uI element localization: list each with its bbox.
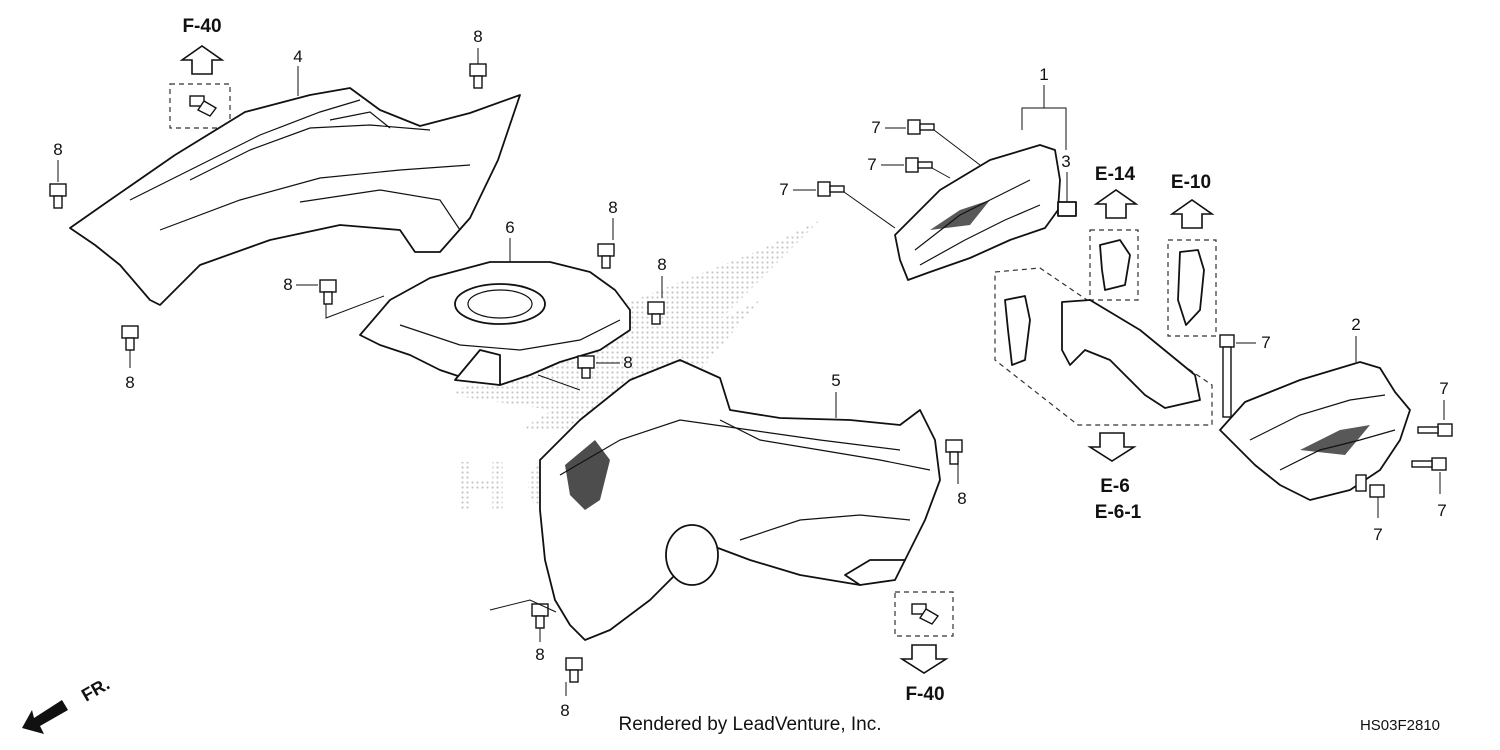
svg-text:8: 8 xyxy=(53,140,62,159)
callout-8h: 8 xyxy=(945,439,967,508)
callout-8g: 8 xyxy=(537,353,633,391)
callout-8c: 8 xyxy=(597,198,618,269)
part-number-labels: 1 2 3 4 5 6 xyxy=(293,47,1360,390)
clip-icon xyxy=(189,95,218,117)
svg-text:8: 8 xyxy=(473,27,482,46)
ref-e14: E-14 xyxy=(1095,164,1136,185)
e10-reference: E-10 xyxy=(1167,172,1217,337)
f40-clip-box xyxy=(169,83,231,129)
callout-7d: 7 xyxy=(1219,333,1271,418)
footer-credit: Rendered by LeadVenture, Inc. xyxy=(618,714,881,735)
label-part-1: 1 xyxy=(1039,65,1048,84)
arrow-up-icon xyxy=(1169,199,1215,229)
callout-8i: 8 xyxy=(489,599,557,664)
callout-7e: 7 xyxy=(1417,379,1453,437)
callout-7f: 7 xyxy=(1411,457,1447,520)
bolt-icon xyxy=(565,657,583,683)
f40-bottom-reference: F-40 xyxy=(894,591,954,705)
callout-8f: 8 xyxy=(121,325,139,392)
svg-text:7: 7 xyxy=(1373,525,1382,544)
bolt-icon xyxy=(319,279,337,305)
callout-7a: 7 xyxy=(871,118,981,166)
svg-text:8: 8 xyxy=(957,489,966,508)
ref-e6: E-6 xyxy=(1100,476,1130,497)
bolt-7-group: 7 7 7 7 7 7 7 xyxy=(779,118,1453,544)
diagram-code: HS03F2810 xyxy=(1360,717,1440,734)
callout-8d: 8 xyxy=(647,255,667,325)
label-part-5: 5 xyxy=(831,371,840,390)
bolt-icon xyxy=(49,183,67,209)
svg-text:8: 8 xyxy=(657,255,666,274)
bolt-8-group: 8 8 8 8 8 8 8 8 8 8 8 xyxy=(49,27,967,720)
svg-text:7: 7 xyxy=(1261,333,1270,352)
screw-icon xyxy=(1411,457,1447,471)
label-part-6: 6 xyxy=(505,218,514,237)
part-5-lower-cover xyxy=(539,359,941,641)
label-part-3: 3 xyxy=(1061,152,1070,171)
bolt-icon xyxy=(647,301,665,325)
f40-top-reference: F-40 xyxy=(169,16,231,129)
ref-e10: E-10 xyxy=(1171,172,1211,193)
svg-text:7: 7 xyxy=(1437,501,1446,520)
svg-text:8: 8 xyxy=(535,645,544,664)
callout-8a: 8 xyxy=(469,27,487,89)
svg-text:8: 8 xyxy=(608,198,617,217)
label-part-2: 2 xyxy=(1351,315,1360,334)
f40-clip-box-bottom xyxy=(894,591,954,637)
bolt-icon xyxy=(577,355,595,379)
callout-7c: 7 xyxy=(779,180,896,229)
svg-text:7: 7 xyxy=(1439,379,1448,398)
screw-icon xyxy=(905,157,933,173)
front-direction-indicator: FR. xyxy=(22,674,113,734)
arrow-up-icon xyxy=(1093,189,1139,219)
svg-text:8: 8 xyxy=(283,275,292,294)
fr-arrow-icon xyxy=(22,700,68,734)
e6-bracket-group: E-6 E-6-1 xyxy=(994,267,1213,523)
bolt-icon xyxy=(121,325,139,351)
svg-text:8: 8 xyxy=(560,701,569,720)
callout-8k: 8 xyxy=(473,27,482,46)
direction-label: FR. xyxy=(78,674,113,706)
label-part-4: 4 xyxy=(293,47,302,66)
svg-text:7: 7 xyxy=(867,155,876,174)
screw-icon xyxy=(907,119,935,135)
callout-7b: 7 xyxy=(867,155,951,179)
part-4-left-cover xyxy=(69,66,521,306)
part-3-pad xyxy=(1057,201,1077,217)
bolt-icon xyxy=(597,243,615,269)
part-6-tank-cover xyxy=(359,238,631,386)
svg-text:8: 8 xyxy=(125,373,134,392)
svg-text:8: 8 xyxy=(623,353,632,372)
bolt-icon xyxy=(469,63,487,89)
callout-7g: 7 xyxy=(1355,474,1385,544)
part-1-panel xyxy=(894,85,1077,281)
ref-f40-top: F-40 xyxy=(182,16,221,37)
bolt-icon xyxy=(945,439,963,465)
svg-text:7: 7 xyxy=(871,118,880,137)
e14-bracket-box xyxy=(1089,229,1139,301)
ref-f40-bottom: F-40 xyxy=(905,684,944,705)
svg-text:7: 7 xyxy=(779,180,788,199)
e14-reference: E-14 xyxy=(1089,164,1139,301)
callout-8e: 8 xyxy=(283,275,385,319)
arrow-down-icon xyxy=(899,644,949,674)
callout-8j: 8 xyxy=(560,657,583,720)
clip-icon xyxy=(911,603,940,625)
screw-icon xyxy=(817,181,845,197)
part-2-panel xyxy=(1219,336,1411,501)
arrow-down-icon xyxy=(1087,432,1137,462)
arrow-up-icon xyxy=(179,45,225,75)
callout-8b: 8 xyxy=(49,140,67,209)
screw-icon xyxy=(1417,423,1453,437)
ref-e6-1: E-6-1 xyxy=(1095,502,1142,523)
screw-icon xyxy=(1355,474,1385,498)
screw-icon xyxy=(1219,334,1235,418)
